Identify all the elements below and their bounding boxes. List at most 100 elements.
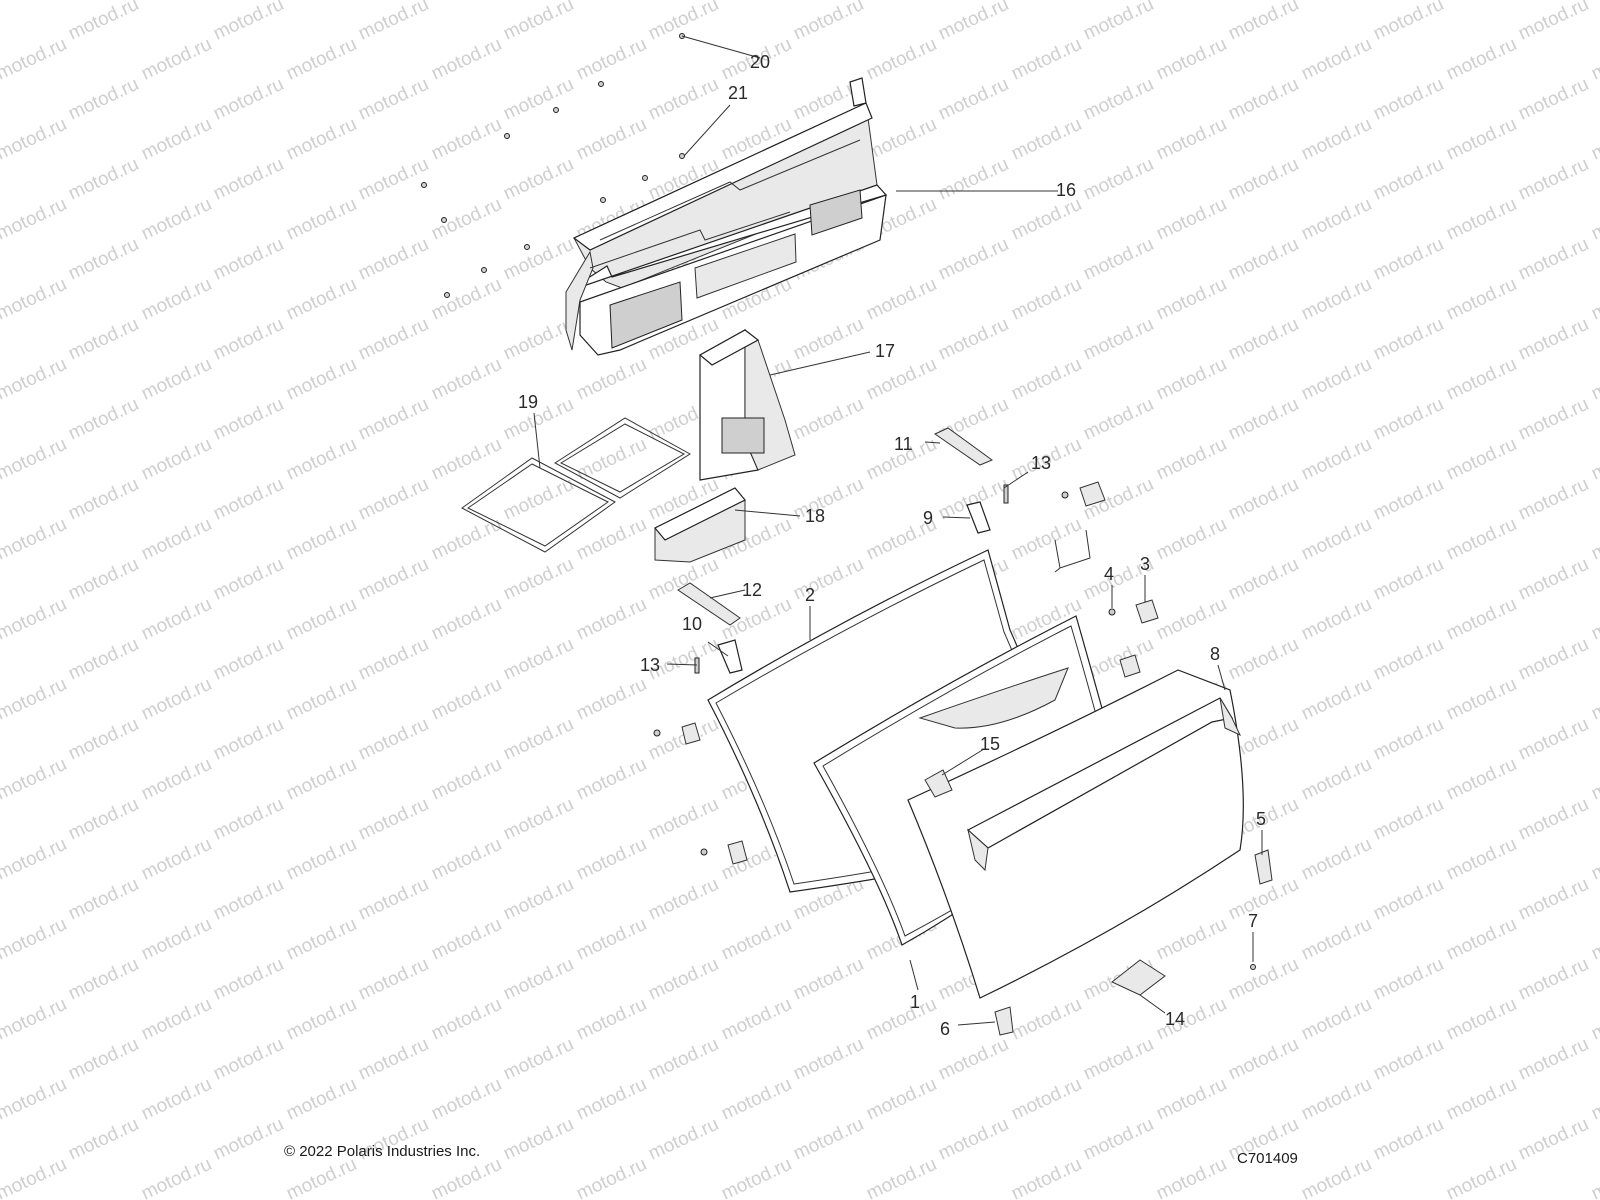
callout-15: 15: [980, 734, 1000, 754]
watermark-text: motod.ru: [283, 194, 360, 245]
watermark-text: motod.ru: [573, 0, 650, 5]
watermark-text: motod.ru: [863, 354, 940, 405]
watermark-text: motod.ru: [1298, 354, 1375, 405]
watermark-text: motod.ru: [355, 474, 432, 525]
part-18-pad: [654, 487, 746, 563]
callout-18: 18: [805, 506, 825, 526]
watermark-text: motod.ru: [500, 394, 577, 445]
watermark-text: motod.ru: [428, 994, 505, 1045]
watermark-text: motod.ru: [790, 0, 867, 45]
watermark-text: motod.ru: [1153, 914, 1230, 965]
watermark-text: motod.ru: [283, 0, 360, 5]
watermark-text: motod.ru: [138, 754, 215, 805]
watermark-text: motod.ru: [1515, 474, 1592, 525]
watermark-text: motod.ru: [210, 394, 287, 445]
watermark-text: motod.ru: [283, 114, 360, 165]
watermark-text: motod.ru: [1443, 994, 1520, 1045]
watermark-text: motod.ru: [355, 0, 432, 45]
watermark-text: motod.ru: [1298, 274, 1375, 325]
watermark-text: motod.ru: [1080, 394, 1157, 445]
watermark-text: motod.ru: [790, 554, 867, 605]
diagram-id: C701409: [1237, 1150, 1298, 1167]
watermark-text: motod.ru: [283, 994, 360, 1045]
watermark-text: motod.ru: [1298, 594, 1375, 645]
watermark-text: motod.ru: [283, 434, 360, 485]
watermark-text: motod.ru: [1370, 1114, 1447, 1165]
watermark-text: motod.ru: [65, 234, 142, 285]
watermark-text: motod.ru: [1298, 1074, 1375, 1125]
watermark-text: motod.ru: [1515, 794, 1592, 845]
watermark-text: motod.ru: [1370, 714, 1447, 765]
watermark-text: motod.ru: [645, 954, 722, 1005]
watermark-text: motod.ru: [500, 234, 577, 285]
watermark-text: motod.ru: [1298, 674, 1375, 725]
watermark-text: motod.ru: [1008, 994, 1085, 1045]
watermark-text: motod.ru: [1515, 954, 1592, 1005]
watermark-text: motod.ru: [138, 1074, 215, 1125]
watermark-text: motod.ru: [863, 994, 940, 1045]
callout-4: 4: [1104, 564, 1114, 584]
watermark-text: motod.ru: [210, 74, 287, 125]
watermark-text: motod.ru: [1080, 314, 1157, 365]
watermark-text: motod.ru: [1515, 634, 1592, 685]
watermark-text: motod.ru: [138, 674, 215, 725]
watermark-text: motod.ru: [138, 34, 215, 85]
watermark-text: motod.ru: [210, 714, 287, 765]
watermark-text: motod.ru: [1443, 0, 1520, 5]
watermark-text: motod.ru: [863, 1154, 940, 1200]
watermark-text: motod.ru: [500, 1034, 577, 1085]
watermark-text: motod.ru: [0, 1074, 70, 1125]
watermark-text: motod.ru: [573, 834, 650, 885]
watermark-text: motod.ru: [355, 794, 432, 845]
watermark-text: motod.ru: [1225, 1194, 1302, 1200]
watermark-text: motod.ru: [210, 554, 287, 605]
watermark-text: motod.ru: [0, 994, 70, 1045]
watermark-text: motod.ru: [1588, 1154, 1600, 1200]
watermark-text: motod.ru: [1515, 874, 1592, 925]
watermark-text: motod.ru: [1080, 1114, 1157, 1165]
watermark-text: motod.ru: [500, 474, 577, 525]
watermark-text: motod.ru: [1153, 114, 1230, 165]
watermark-text: motod.ru: [1225, 314, 1302, 365]
watermark-text: motod.ru: [1008, 514, 1085, 565]
watermark-text: motod.ru: [283, 1154, 360, 1200]
watermark-text: motod.ru: [1515, 394, 1592, 445]
watermark-text: motod.ru: [573, 354, 650, 405]
watermark-text: motod.ru: [1588, 994, 1600, 1045]
watermark-text: motod.ru: [65, 954, 142, 1005]
watermark-text: motod.ru: [210, 1114, 287, 1165]
watermark-text: motod.ru: [573, 1074, 650, 1125]
watermark-text: motod.ru: [65, 394, 142, 445]
watermark-text: motod.ru: [1515, 714, 1592, 765]
watermark-text: motod.ru: [1443, 754, 1520, 805]
watermark-text: motod.ru: [1443, 674, 1520, 725]
watermark-text: motod.ru: [645, 874, 722, 925]
watermark-text: motod.ru: [210, 954, 287, 1005]
watermark-text: motod.ru: [0, 834, 70, 885]
watermark-text: motod.ru: [790, 394, 867, 445]
callout-13-lower: 13: [640, 655, 660, 675]
watermark-text: motod.ru: [355, 554, 432, 605]
watermark-text: motod.ru: [1370, 634, 1447, 685]
watermark-text: motod.ru: [645, 1114, 722, 1165]
watermark-text: motod.ru: [1298, 434, 1375, 485]
watermark-text: motod.ru: [1008, 1074, 1085, 1125]
watermark-text: motod.ru: [718, 0, 795, 5]
watermark-text: motod.ru: [790, 954, 867, 1005]
watermark-text: motod.ru: [283, 514, 360, 565]
watermark-text: motod.ru: [718, 1074, 795, 1125]
watermark-text: motod.ru: [718, 1154, 795, 1200]
watermark-text: motod.ru: [573, 914, 650, 965]
watermark-text: motod.ru: [1008, 114, 1085, 165]
callout-labels: 20 21 16 17 19 18 11 13 9 4 3 12 2 10 13…: [518, 52, 1266, 1039]
watermark-text: motod.ru: [1443, 514, 1520, 565]
watermark-text: motod.ru: [1370, 1034, 1447, 1085]
watermark-text: motod.ru: [1443, 594, 1520, 645]
watermark-text: motod.ru: [1225, 154, 1302, 205]
watermark-text: motod.ru: [283, 754, 360, 805]
watermark-text: motod.ru: [645, 794, 722, 845]
watermark-text: motod.ru: [863, 274, 940, 325]
watermark-text: motod.ru: [1515, 1194, 1592, 1200]
watermark-text: motod.ru: [573, 594, 650, 645]
